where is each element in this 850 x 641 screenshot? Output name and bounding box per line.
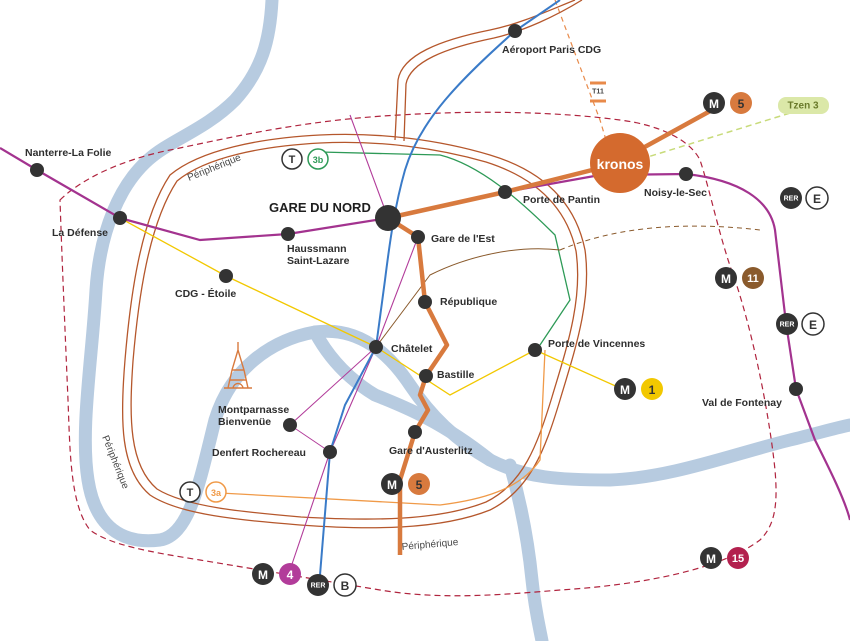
label-cdg-etoile: CDG - Étoile	[175, 287, 236, 300]
label-haussmann-2: Saint-Lazare	[287, 255, 350, 267]
station-bastille[interactable]	[419, 369, 433, 383]
badge-rer-e1[interactable]: RER E	[780, 186, 829, 210]
badge-m15[interactable]: M 15	[700, 547, 749, 569]
label-gare-de-lest: Gare de l'Est	[431, 233, 495, 245]
station-porte-de-vincennes[interactable]	[528, 343, 542, 357]
svg-text:M: M	[387, 478, 397, 492]
eiffel-tower-icon	[224, 342, 252, 389]
badge-m5-bottom[interactable]: M 5	[381, 473, 430, 495]
stations	[30, 24, 803, 459]
badge-rer-b[interactable]: RER B	[307, 573, 357, 597]
svg-text:5: 5	[738, 97, 745, 111]
t11-label: T11	[592, 89, 604, 96]
svg-text:T: T	[187, 487, 194, 499]
svg-text:3b: 3b	[313, 155, 324, 165]
t11-dashed	[554, 0, 613, 161]
label-republique: République	[440, 296, 497, 308]
label-val-de-fontenay: Val de Fontenay	[702, 397, 782, 409]
station-republique[interactable]	[418, 295, 432, 309]
svg-text:11: 11	[747, 273, 759, 285]
svg-text:3a: 3a	[211, 488, 222, 498]
svg-text:M: M	[721, 272, 731, 286]
label-nanterre: Nanterre-La Folie	[25, 147, 112, 159]
metro-11-line	[375, 248, 561, 348]
station-austerlitz[interactable]	[408, 425, 422, 439]
svg-text:1: 1	[649, 383, 656, 397]
svg-text:RER: RER	[780, 322, 795, 329]
svg-text:Tzen 3: Tzen 3	[787, 101, 819, 112]
svg-text:15: 15	[732, 553, 744, 565]
boundary-dashed	[59, 111, 777, 597]
kronos-logo-icon[interactable]: kronos	[590, 133, 650, 193]
station-nanterre[interactable]	[30, 163, 44, 177]
svg-text:M: M	[620, 383, 630, 397]
badge-m5-top[interactable]: M 5	[703, 92, 752, 114]
badge-t3b[interactable]: T 3b	[281, 148, 329, 170]
badge-m4[interactable]: M 4	[252, 563, 301, 585]
tram-3a-line	[219, 349, 546, 506]
station-chatelet[interactable]	[369, 340, 383, 354]
station-noisy[interactable]	[679, 167, 693, 181]
label-aeroport: Aéroport Paris CDG	[502, 44, 601, 56]
svg-text:E: E	[809, 318, 817, 332]
station-gare-de-lest[interactable]	[411, 230, 425, 244]
badge-t3a[interactable]: T 3a	[179, 481, 227, 503]
label-porte-de-vincennes: Porte de Vincennes	[548, 338, 645, 350]
svg-text:M: M	[258, 568, 268, 582]
peripherique-label-top: Périphérique	[186, 152, 243, 184]
station-denfert[interactable]	[323, 445, 337, 459]
metro-4-line	[289, 114, 419, 571]
t11-badge[interactable]: T11	[590, 81, 606, 103]
badge-tzen3[interactable]: Tzen 3	[778, 97, 829, 114]
kronos-label: kronos	[597, 156, 644, 172]
label-chatelet: Châtelet	[391, 343, 433, 355]
badge-rer-e2[interactable]: RER E	[776, 312, 825, 336]
svg-text:4: 4	[287, 568, 294, 582]
label-gare-du-nord: GARE DU NORD	[269, 200, 371, 215]
svg-text:5: 5	[416, 478, 423, 492]
label-haussmann-1: Haussmann	[287, 243, 347, 255]
peripherique-label-bottom: Périphérique	[401, 537, 459, 553]
label-montparnasse-1: Montparnasse	[218, 404, 289, 416]
svg-text:RER: RER	[784, 196, 799, 203]
label-porte-de-pantin: Porte de Pantin	[523, 194, 600, 206]
station-la-defense[interactable]	[113, 211, 127, 225]
label-la-defense: La Défense	[52, 227, 108, 239]
metro-1-line	[119, 217, 621, 396]
svg-text:E: E	[813, 192, 821, 206]
label-denfert: Denfert Rochereau	[212, 447, 306, 459]
rer-b-line	[319, 0, 561, 576]
svg-text:RER: RER	[311, 583, 326, 590]
label-noisy: Noisy-le-Sec	[644, 187, 707, 199]
badge-m1[interactable]: M 1	[614, 378, 663, 400]
river	[78, 0, 850, 641]
boundary-dashed-east	[559, 225, 761, 251]
peripherique	[121, 0, 588, 529]
label-austerlitz: Gare d'Austerlitz	[389, 445, 473, 457]
station-gare-du-nord[interactable]	[375, 205, 401, 231]
svg-text:T: T	[289, 154, 296, 166]
station-cdg-etoile[interactable]	[219, 269, 233, 283]
svg-text:M: M	[706, 552, 716, 566]
svg-text:M: M	[709, 97, 719, 111]
station-haussmann[interactable]	[281, 227, 295, 241]
station-aeroport[interactable]	[508, 24, 522, 38]
metro-5-line	[385, 108, 714, 555]
station-montparnasse[interactable]	[283, 418, 297, 432]
station-val-de-fontenay[interactable]	[789, 382, 803, 396]
peripherique-label-left: Périphérique	[99, 434, 131, 491]
badge-m11[interactable]: M 11	[715, 267, 764, 289]
label-montparnasse-2: Bienvenüe	[218, 416, 271, 428]
label-bastille: Bastille	[437, 369, 475, 381]
svg-text:B: B	[341, 579, 350, 593]
station-porte-de-pantin[interactable]	[498, 185, 512, 199]
